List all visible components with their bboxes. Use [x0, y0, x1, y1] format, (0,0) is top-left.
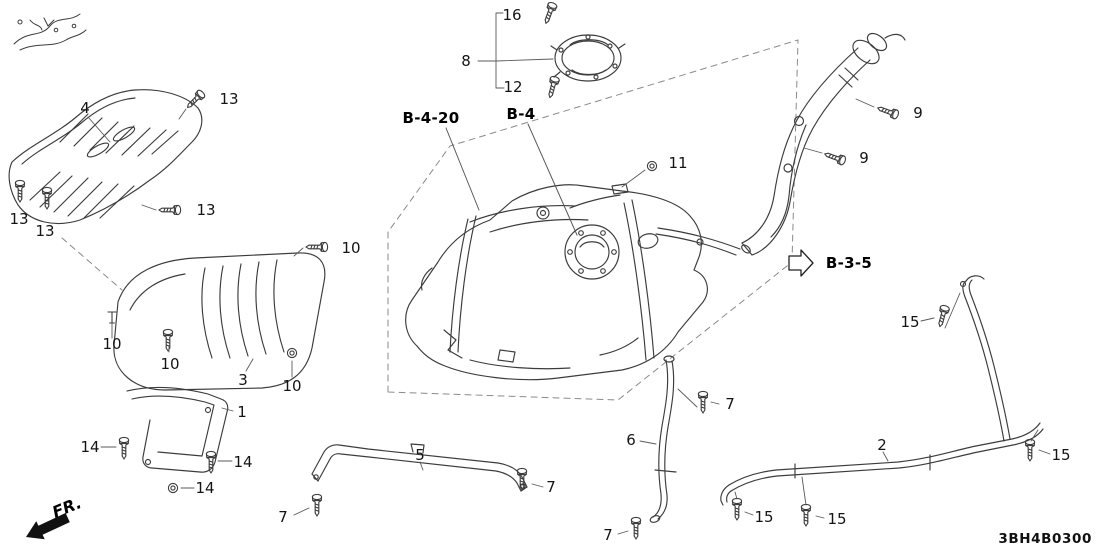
- bolt-icon: [14, 179, 26, 203]
- bolt-icon: [1024, 438, 1036, 462]
- tank-band-drawing: [311, 443, 528, 492]
- filler-pipe-drawing: [741, 32, 906, 256]
- bolt-icon: [822, 149, 848, 167]
- bolt-icon: [934, 303, 951, 329]
- bolt-icon: [800, 503, 812, 527]
- bolt-icon: [541, 0, 559, 26]
- bolt-icon: [162, 328, 174, 352]
- fuel-pipe-drawing: [720, 275, 1044, 506]
- bolt-icon: [544, 74, 561, 100]
- tank-bracket-drawing: [126, 386, 229, 473]
- dashed-boundary: [61, 39, 799, 401]
- nut-icon: [646, 160, 658, 172]
- pump-set-plate-drawing: [550, 34, 626, 82]
- bolt-icon: [41, 186, 53, 210]
- nut-icon: [286, 347, 298, 359]
- bolt-icon: [875, 103, 901, 121]
- leader-lines: [87, 12, 1051, 535]
- b-3-5-arrow-icon: [788, 249, 814, 277]
- bolt-icon: [158, 204, 182, 216]
- thumbnail-sketch: [13, 13, 87, 51]
- vent-pipe-drawing: [649, 355, 677, 523]
- heat-shield-lower-drawing: [113, 252, 326, 391]
- nut-icon: [167, 482, 179, 494]
- clip-icon: [107, 311, 117, 324]
- bolt-icon: [697, 390, 709, 414]
- bolt-icon: [118, 436, 130, 460]
- diagram-code: 3BH4B0300: [998, 531, 1092, 547]
- fuel-tank-drawing: [405, 183, 741, 381]
- bolt-icon: [311, 493, 323, 517]
- heat-shield-upper-drawing: [8, 89, 203, 225]
- bolt-icon: [305, 241, 329, 253]
- fr-arrow-icon: [26, 513, 70, 540]
- bolt-icon: [731, 497, 743, 521]
- bolt-icon: [630, 516, 642, 540]
- bolt-icon: [205, 450, 217, 474]
- fastener-icons: [14, 0, 1036, 540]
